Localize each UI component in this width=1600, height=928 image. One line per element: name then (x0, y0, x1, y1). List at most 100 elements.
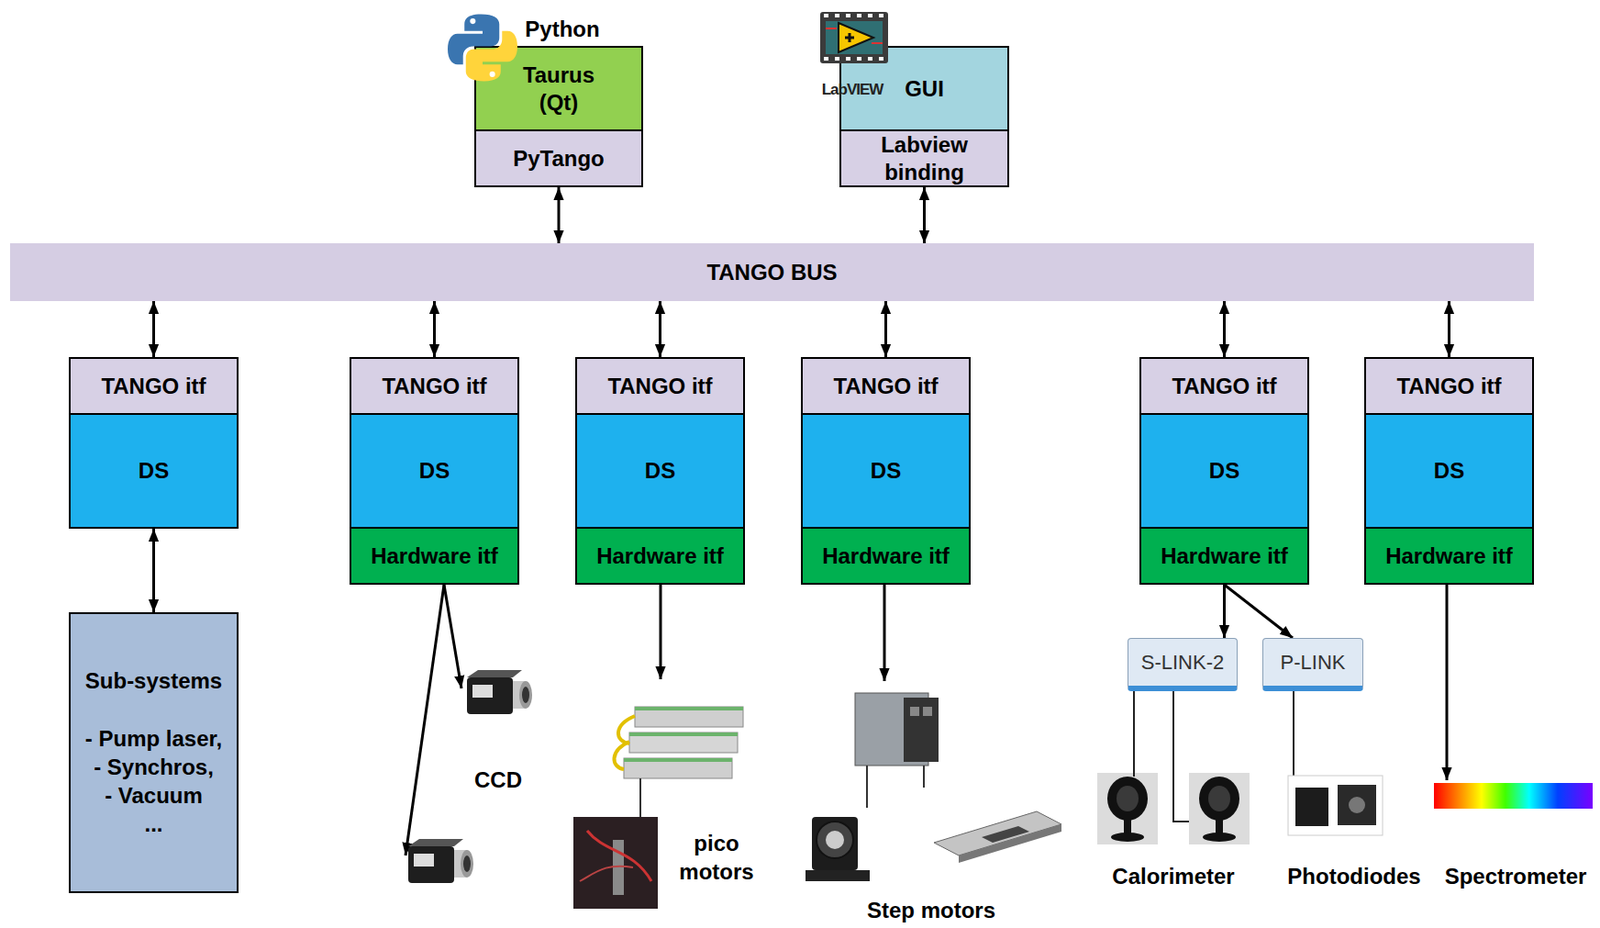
photodiode-icon-part (1292, 690, 1295, 776)
pico-motor-photo-part (573, 816, 658, 909)
mirror-mount-icon (805, 816, 870, 881)
labview-logo-part (823, 13, 884, 61)
box-label: DS (138, 456, 169, 485)
pico-motor-photo (573, 816, 658, 909)
connector-arrow (152, 300, 156, 357)
connector-arrow (658, 300, 662, 357)
labview-logo-part-part (856, 56, 862, 61)
labview-logo-part-part (878, 13, 884, 18)
box-label: TANGO itf (1396, 372, 1501, 400)
connector-arrow (1222, 300, 1226, 357)
pico-controller-icon-part (634, 706, 744, 727)
box-label: DS (644, 456, 676, 485)
labview-logo-part-part (867, 13, 873, 18)
box-list-item: ... (144, 809, 163, 838)
box-label: Taurus (Qt) (522, 61, 595, 117)
photodiode-icon-part (1295, 787, 1329, 826)
mirror-mount-icon-part (816, 821, 854, 858)
labview-logo-part-part (845, 13, 851, 18)
box-label: Labview binding (880, 131, 968, 187)
calorimeter-icon (1097, 690, 1250, 845)
labview-logo (818, 10, 890, 67)
logo-caption: Python (524, 14, 600, 44)
tango-interface-box: TANGO itf (1364, 356, 1534, 415)
python-logo (447, 11, 518, 84)
pico-controller-icon-part (613, 715, 635, 769)
linear-stage-icon (933, 811, 1062, 863)
device-label: pico motors (678, 828, 754, 886)
box-label: TANGO itf (381, 372, 487, 400)
box-label: TANGO itf (1171, 372, 1277, 400)
device-box: S-LINK-2 (1127, 637, 1238, 691)
box-list-item: - Vacuum (104, 780, 203, 810)
device-server-box: DS (349, 412, 520, 529)
step-controller-icon (855, 692, 939, 808)
box-label: TANGO itf (607, 372, 712, 400)
device-label: Calorimeter (1111, 861, 1234, 890)
mirror-mount-icon-part (805, 869, 870, 881)
connector-arrow (1224, 584, 1294, 638)
box-label: Hardware itf (822, 542, 950, 570)
tango-interface-box: TANGO itf (575, 356, 745, 415)
calorimeter-icon-part (1111, 832, 1145, 842)
step-controller-icon-part (903, 697, 939, 762)
box-label: S-LINK-2 (1141, 648, 1224, 677)
pico-controller-icon-part (629, 732, 738, 753)
box-label: TANGO itf (833, 372, 938, 400)
mirror-mount-icon-part (825, 830, 845, 849)
tango-interface-box: TANGO itf (1139, 356, 1310, 415)
hardware-interface-box: Hardware itf (575, 526, 745, 585)
python-logo-part (469, 18, 476, 24)
device-arrows-part (659, 584, 663, 679)
pico-controller-icon (613, 706, 744, 817)
step-controller-icon-part (922, 706, 933, 716)
labview-logo-part-part (834, 56, 840, 61)
box-label: P-LINK (1280, 648, 1346, 677)
pico-controller-icon-part (639, 777, 642, 817)
device-server-box: DS (800, 412, 971, 529)
labview-logo-part-part (845, 56, 851, 61)
calorimeter-icon-part (1199, 776, 1240, 821)
box-label: Hardware itf (1160, 542, 1289, 570)
box-label: GUI (904, 75, 945, 103)
labview-logo-part-part (823, 13, 829, 18)
hardware-interface-box: Hardware itf (800, 526, 971, 585)
step-controller-icon-part (866, 765, 924, 808)
labview-logo-part-part (878, 56, 884, 61)
calorimeter-icon-part (1208, 785, 1231, 812)
linear-stage-icon-part (958, 823, 1062, 863)
device-arrows-part (883, 584, 887, 681)
binding-box: PyTango (474, 129, 644, 188)
hardware-interface-box: Hardware itf (349, 526, 520, 585)
box-list-item: - Synchros, (93, 752, 214, 781)
labview-logo-part-part (823, 56, 829, 61)
box-list-item: - Pump laser, (85, 723, 223, 753)
device-label: CCD (474, 765, 523, 794)
hardware-interface-box: Hardware itf (1139, 526, 1310, 585)
framework-box: Taurus (Qt) (474, 45, 644, 132)
bus-band: TANGO BUS (10, 243, 1534, 301)
calorimeter-icon-part (1188, 772, 1250, 845)
device-arrows-part (1445, 584, 1449, 780)
tango-interface-box: TANGO itf (800, 356, 971, 415)
ccd-camera-icon (408, 669, 533, 883)
pico-controller-icon-part (623, 757, 733, 762)
device-server-box: DS (1139, 412, 1310, 529)
device-server-box: DS (68, 412, 239, 529)
box-label: DS (1209, 456, 1240, 485)
device-server-box: DS (575, 412, 745, 529)
calorimeter-icon-part (1097, 772, 1158, 845)
box-label: TANGO itf (100, 372, 206, 400)
tango-interface-box: TANGO itf (349, 356, 520, 415)
ccd-camera-icon-part (466, 669, 533, 714)
subsystem-box: Sub-systems- Pump laser,- Synchros,- Vac… (68, 611, 239, 893)
calorimeter-icon-part (1202, 832, 1236, 842)
box-label: PyTango (512, 144, 605, 173)
connector-arrow (1447, 300, 1451, 357)
device-arrows-part (405, 584, 445, 856)
python-logo-part (466, 31, 518, 82)
tango-interface-box: TANGO itf (68, 356, 239, 415)
photodiode-icon-part (1288, 775, 1383, 835)
